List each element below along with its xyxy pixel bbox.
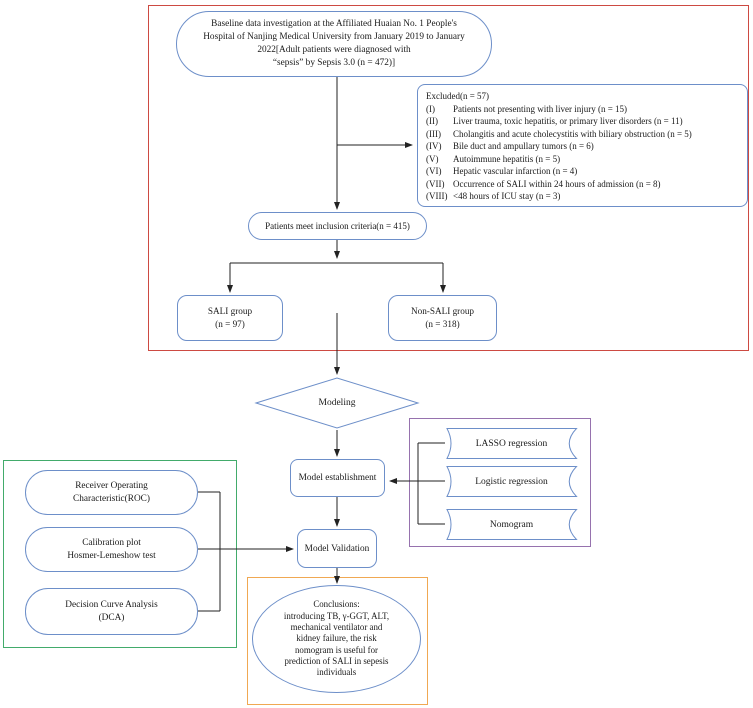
excluded-item-numeral: (VIII) xyxy=(426,191,448,201)
conclusions-line: prediction of SALI in sepesis xyxy=(284,655,389,666)
nomogram-label: Nomogram xyxy=(489,519,534,530)
excluded-item-text: Patients not presenting with liver injur… xyxy=(453,103,628,114)
baseline-line: Hospital of Nanjing Medical University f… xyxy=(203,32,465,42)
modeling-label: Modeling xyxy=(318,398,356,408)
excluded-item-numeral: (I) xyxy=(426,103,435,114)
inclusion-label: Patients meet inclusion criteria(n = 415… xyxy=(265,221,410,231)
model-establishment-node: Model establishment xyxy=(290,459,385,497)
sali-group-label: SALI group xyxy=(207,306,253,316)
non-sali-group-node: Non-SALI group (n = 318) xyxy=(388,295,497,341)
calibration-label-line: Calibration plot xyxy=(82,537,141,548)
model-establishment-label: Model establishment xyxy=(298,473,377,483)
logistic-regression-label: Logistic regression xyxy=(475,476,548,487)
sali-group-count: (n = 97) xyxy=(215,319,245,329)
models-frame xyxy=(409,418,591,547)
dca-label-line: (DCA) xyxy=(98,612,125,623)
excluded-item: (VII) Occurrence of SALI within 24 hours… xyxy=(426,178,741,191)
excluded-item-numeral: (VII) xyxy=(426,178,445,189)
lasso-regression-label: LASSO regression xyxy=(475,438,548,449)
excluded-item-numeral: (VI) xyxy=(426,166,442,176)
calibration-node: Calibration plot Hosmer-Lemeshow test xyxy=(25,527,198,572)
roc-node: Receiver Operating Characteristic(ROC) xyxy=(25,470,198,515)
inclusion-node: Patients meet inclusion criteria(n = 415… xyxy=(248,212,427,240)
baseline-node: Baseline data investigation at the Affil… xyxy=(176,11,492,77)
excluded-item-numeral: (V) xyxy=(426,153,439,164)
excluded-item-text: <48 hours of ICU stay (n = 3) xyxy=(453,191,561,201)
excluded-item-text: Cholangitis and acute cholecystitis with… xyxy=(453,128,692,139)
enrollment-frame xyxy=(148,5,749,351)
baseline-line: Baseline data investigation at the Affil… xyxy=(211,19,457,29)
modeling-decision-node: Modeling xyxy=(254,376,420,430)
model-validation-node: Model Validation xyxy=(297,529,377,568)
excluded-node: Excluded(n = 57) (I) Patients not presen… xyxy=(417,84,748,207)
model-validation-label: Model Validation xyxy=(304,543,370,554)
conclusions-line: mechanical ventilator and xyxy=(290,622,383,633)
conclusions-node: Conclusions: introducing TB, γ-GGT, ALT,… xyxy=(252,585,421,693)
excluded-item-text: Liver trauma, toxic hepatitis, or primar… xyxy=(453,116,683,126)
baseline-line: 2022[Adult patients were diagnosed with xyxy=(257,45,411,55)
excluded-item-text: Occurrence of SALI within 24 hours of ad… xyxy=(453,178,661,189)
roc-label-line: Characteristic(ROC) xyxy=(73,493,150,504)
non-sali-group-label: Non-SALI group xyxy=(410,306,475,316)
nomogram-node: Nomogram xyxy=(445,509,578,540)
lasso-regression-node: LASSO regression xyxy=(445,428,578,459)
conclusions-line: kidney failure, the risk xyxy=(296,633,377,644)
excluded-item: (VI) Hepatic vascular infarction (n = 4) xyxy=(426,165,741,178)
conclusions-line: nomogram is useful for xyxy=(294,644,379,655)
excluded-item-numeral: (II) xyxy=(426,116,438,126)
roc-label-line: Receiver Operating xyxy=(75,480,148,491)
validation-methods-frame xyxy=(3,460,237,648)
excluded-item-text: Hepatic vascular infarction (n = 4) xyxy=(453,166,578,176)
calibration-label-line: Hosmer-Lemeshow test xyxy=(67,550,156,561)
non-sali-group-count: (n = 318) xyxy=(425,319,460,329)
logistic-regression-node: Logistic regression xyxy=(445,466,578,497)
excluded-item: (I) Patients not presenting with liver i… xyxy=(426,103,741,116)
conclusions-line: introducing TB, γ-GGT, ALT, xyxy=(283,610,390,621)
diamond-shape xyxy=(254,377,420,429)
conclusions-line: individuals xyxy=(316,667,357,678)
conclusions-line: Conclusions: xyxy=(313,599,360,610)
dca-node: Decision Curve Analysis (DCA) xyxy=(25,588,198,635)
stored-data-shape xyxy=(446,466,578,497)
excluded-title: Excluded(n = 57) xyxy=(426,91,490,101)
stored-data-shape xyxy=(446,509,578,540)
dca-label-line: Decision Curve Analysis xyxy=(65,599,158,610)
sali-group-node: SALI group (n = 97) xyxy=(177,295,283,341)
excluded-item-numeral: (IV) xyxy=(426,141,442,151)
excluded-item-numeral: (III) xyxy=(426,128,441,139)
excluded-item: (V) Autoimmune hepatitis (n = 5) xyxy=(426,153,741,166)
baseline-line: “sepsis” by Sepsis 3.0 (n = 472)] xyxy=(272,58,396,68)
excluded-item: (VIII) <48 hours of ICU stay (n = 3) xyxy=(426,190,741,203)
excluded-item: (III) Cholangitis and acute cholecystiti… xyxy=(426,128,741,141)
excluded-item: (II) Liver trauma, toxic hepatitis, or p… xyxy=(426,115,741,128)
excluded-item-text: Bile duct and ampullary tumors (n = 6) xyxy=(453,141,594,151)
stored-data-shape xyxy=(446,428,578,459)
excluded-item-text: Autoimmune hepatitis (n = 5) xyxy=(453,153,561,164)
excluded-item: (IV) Bile duct and ampullary tumors (n =… xyxy=(426,140,741,153)
